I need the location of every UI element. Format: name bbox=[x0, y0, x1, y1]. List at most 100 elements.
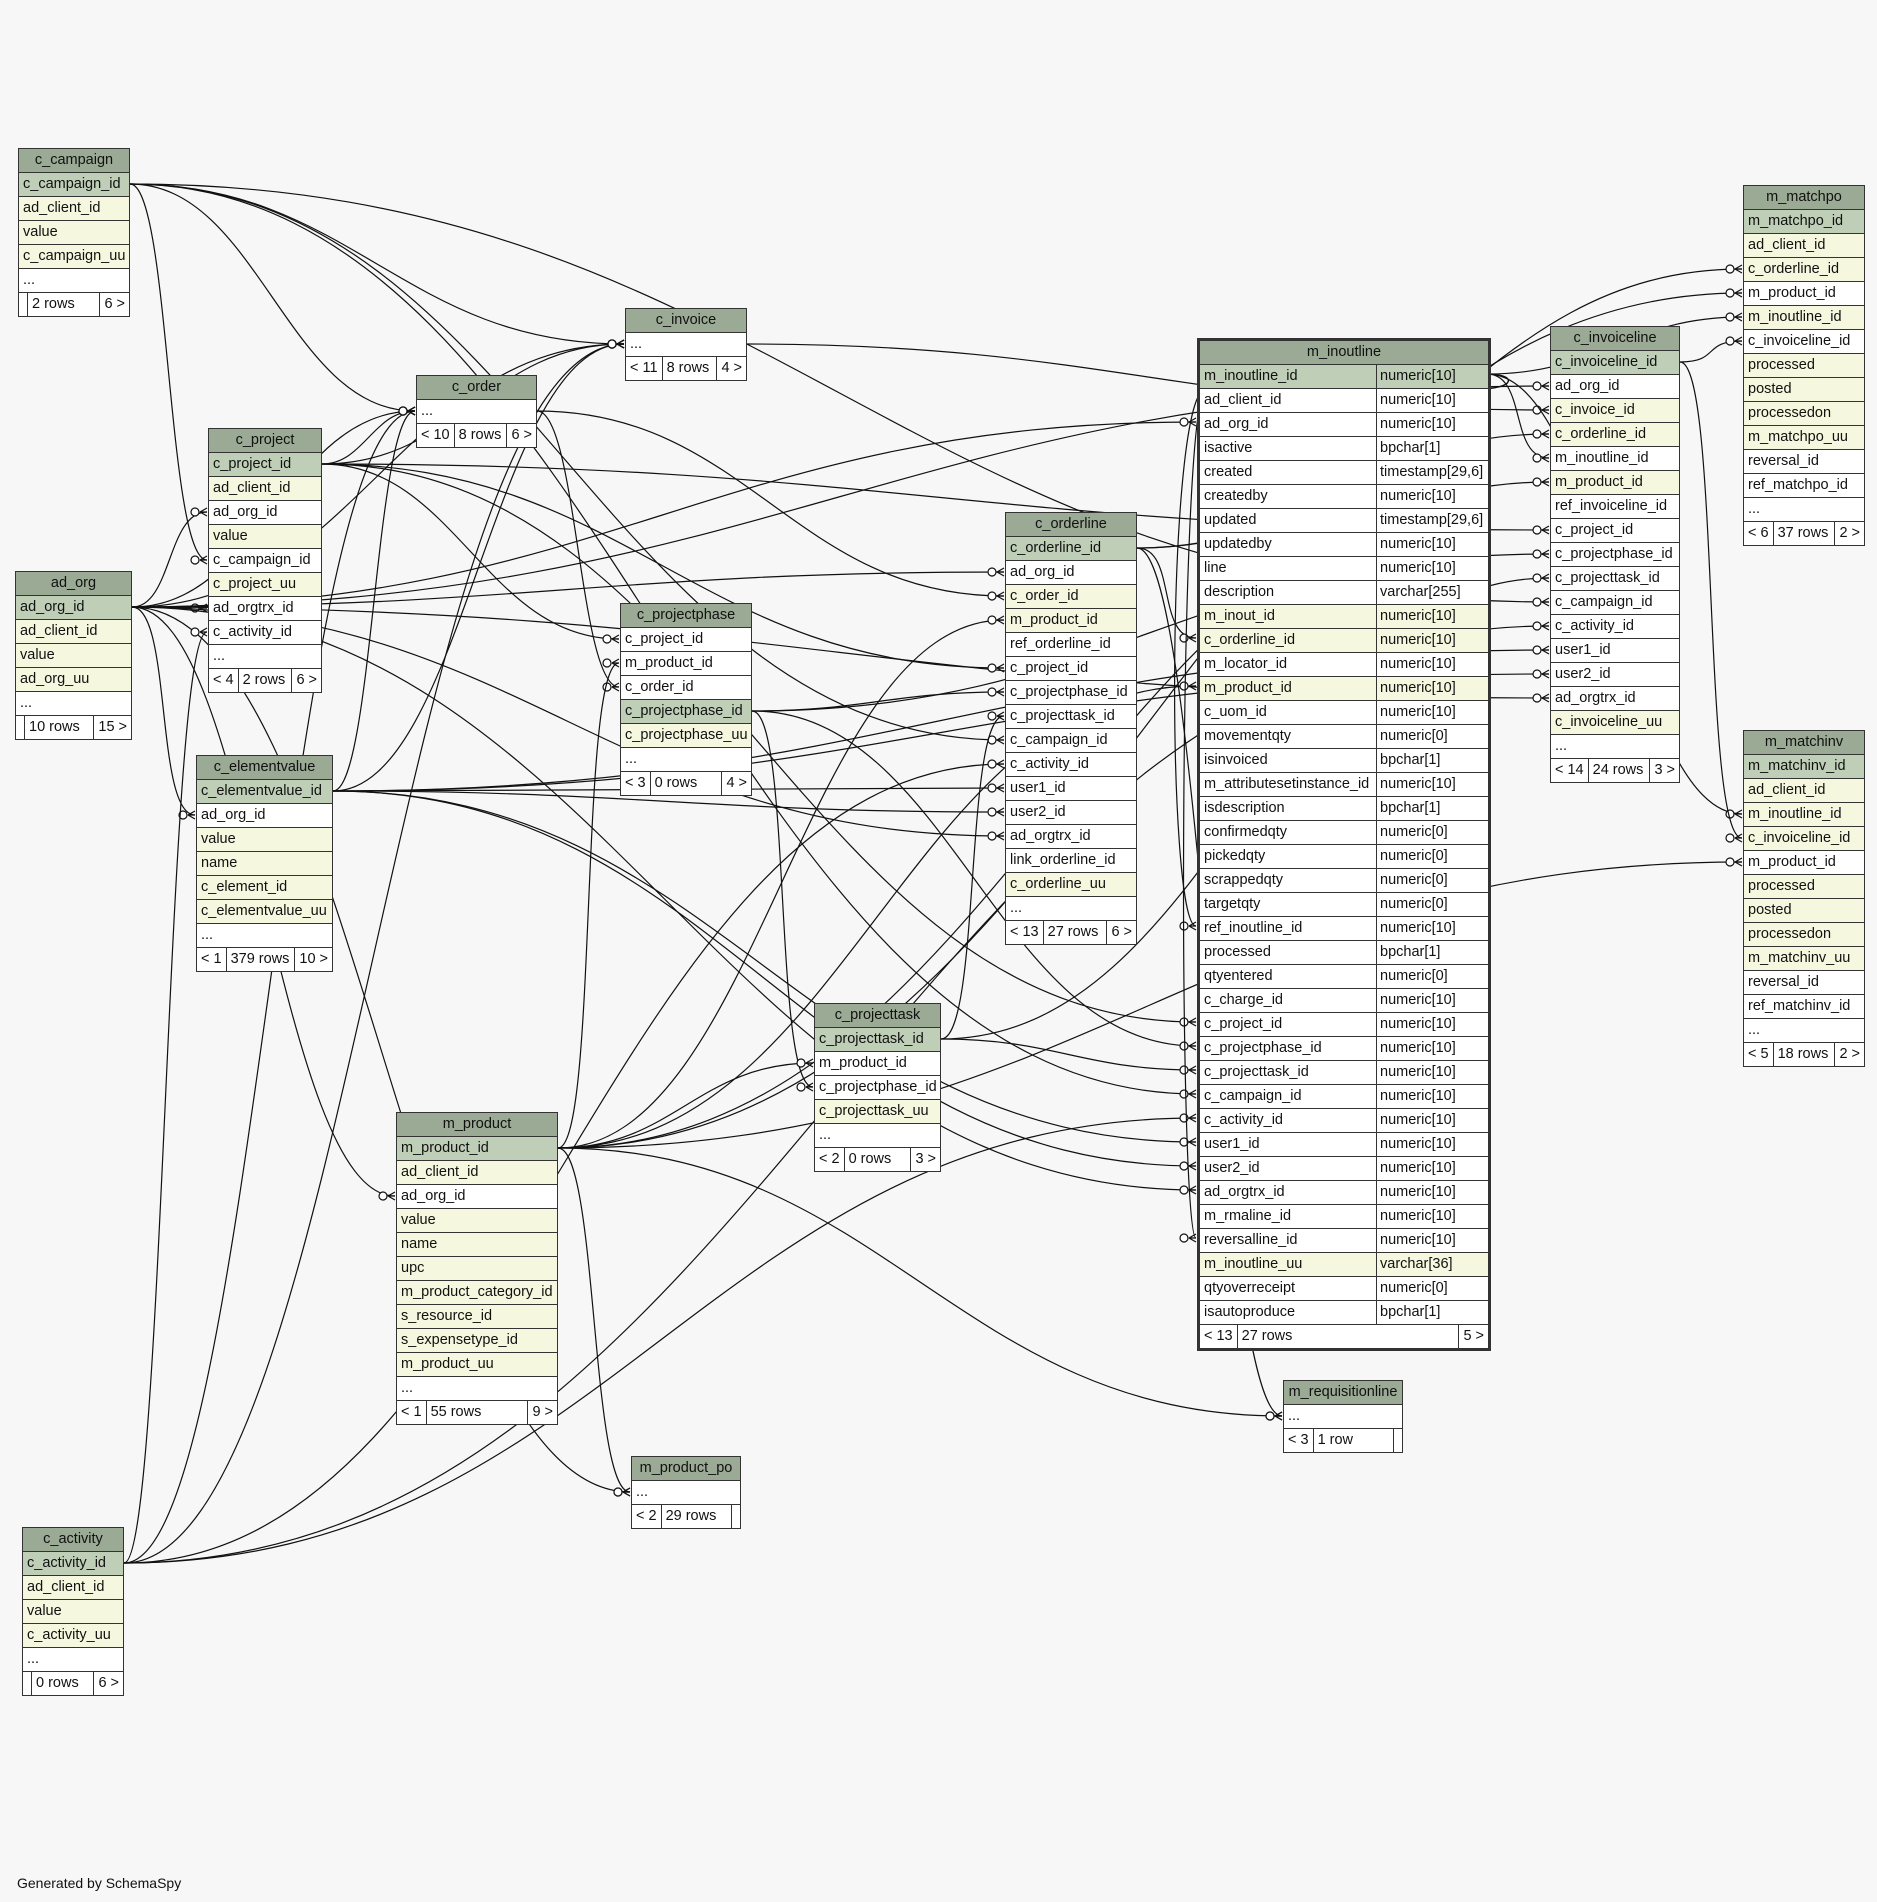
row-count[interactable]: 24 rows bbox=[1589, 759, 1651, 782]
parents-count[interactable]: < 2 bbox=[815, 1148, 845, 1171]
parents-count[interactable]: < 10 bbox=[417, 424, 455, 447]
column-row[interactable]: ... bbox=[1284, 1405, 1402, 1429]
column-row[interactable]: c_invoiceline_uu bbox=[1551, 711, 1679, 735]
column-row[interactable]: posted bbox=[1744, 899, 1864, 923]
table-header[interactable]: c_invoice bbox=[626, 309, 746, 333]
column-row[interactable]: ad_orgtrx_id bbox=[1551, 687, 1679, 711]
column-row[interactable]: ad_client_id bbox=[209, 477, 321, 501]
column-row[interactable]: ad_client_id bbox=[23, 1576, 123, 1600]
children-count[interactable] bbox=[1394, 1429, 1402, 1452]
table-header[interactable]: m_requisitionline bbox=[1284, 1381, 1402, 1405]
column-row[interactable]: ref_matchpo_id bbox=[1744, 474, 1864, 498]
column-row[interactable]: ad_org_id bbox=[209, 501, 321, 525]
column-row[interactable]: c_campaign_id bbox=[1551, 591, 1679, 615]
parents-count[interactable]: < 4 bbox=[209, 669, 239, 692]
column-row[interactable]: m_inoutline_id bbox=[1744, 803, 1864, 827]
column-row[interactable]: m_matchinv_uu bbox=[1744, 947, 1864, 971]
children-count[interactable]: 6 > bbox=[296, 672, 317, 688]
children-count[interactable]: 4 > bbox=[726, 775, 747, 791]
column-row[interactable]: ad_org_uu bbox=[16, 668, 131, 692]
column-row[interactable]: m_product_id bbox=[1744, 282, 1864, 306]
parents-count[interactable] bbox=[19, 293, 28, 316]
column-row[interactable]: s_resource_id bbox=[397, 1305, 557, 1329]
row-count[interactable]: 10 rows bbox=[25, 716, 95, 739]
column-row[interactable]: ad_client_id bbox=[1744, 779, 1864, 803]
row-count[interactable]: 1 row bbox=[1314, 1429, 1394, 1452]
row-count[interactable]: 27 rows bbox=[1044, 921, 1108, 944]
column-row[interactable]: c_campaign_uu bbox=[19, 245, 129, 269]
column-row[interactable]: c_projectphase_id bbox=[1006, 681, 1136, 705]
children-count[interactable]: 6 > bbox=[104, 296, 125, 312]
column-row[interactable]: ref_orderline_id bbox=[1006, 633, 1136, 657]
column-row[interactable]: c_orderline_id bbox=[1744, 258, 1864, 282]
column-row[interactable]: c_projecttask_id bbox=[815, 1028, 940, 1052]
column-row[interactable]: c_projecttask_uu bbox=[815, 1100, 940, 1124]
table-header[interactable]: c_order bbox=[417, 376, 536, 400]
column-row[interactable]: m_product_id bbox=[815, 1052, 940, 1076]
table-header[interactable]: m_product_po bbox=[632, 1457, 740, 1481]
column-row[interactable]: c_invoiceline_id bbox=[1744, 827, 1864, 851]
table-header[interactable]: m_inoutline bbox=[1200, 341, 1488, 365]
column-row[interactable]: ... bbox=[1744, 498, 1864, 522]
column-row[interactable]: c_activity_id bbox=[23, 1552, 123, 1576]
row-count[interactable]: 27 rows bbox=[1238, 1325, 1460, 1348]
parents-count[interactable]: < 13 bbox=[1200, 1325, 1238, 1348]
column-row[interactable]: m_inoutline_id bbox=[1551, 447, 1679, 471]
column-row[interactable]: c_invoiceline_id bbox=[1744, 330, 1864, 354]
column-row[interactable]: name bbox=[197, 852, 332, 876]
table-header[interactable]: c_campaign bbox=[19, 149, 129, 173]
row-count[interactable]: 18 rows bbox=[1774, 1043, 1836, 1066]
parents-count[interactable]: < 3 bbox=[1284, 1429, 1314, 1452]
column-row[interactable]: c_elementvalue_uu bbox=[197, 900, 332, 924]
column-row[interactable]: c_order_id bbox=[1006, 585, 1136, 609]
children-count[interactable]: 6 > bbox=[1111, 924, 1132, 940]
column-row[interactable]: c_orderline_id bbox=[1006, 537, 1136, 561]
column-row[interactable]: c_elementvalue_id bbox=[197, 780, 332, 804]
column-row[interactable]: c_project_id bbox=[621, 628, 751, 652]
column-row[interactable]: c_project_id bbox=[1006, 657, 1136, 681]
column-row[interactable]: ad_client_id bbox=[16, 620, 131, 644]
column-row[interactable]: c_project_id bbox=[209, 453, 321, 477]
column-row[interactable]: m_product_id bbox=[1551, 471, 1679, 495]
parents-count[interactable]: < 3 bbox=[621, 772, 651, 795]
children-count[interactable]: 3 > bbox=[915, 1151, 936, 1167]
parents-count[interactable]: < 6 bbox=[1744, 522, 1774, 545]
parents-count[interactable]: < 1 bbox=[197, 948, 227, 971]
table-header[interactable]: c_elementvalue bbox=[197, 756, 332, 780]
column-row[interactable]: c_activity_uu bbox=[23, 1624, 123, 1648]
column-row[interactable]: c_campaign_id bbox=[209, 549, 321, 573]
row-count[interactable]: 8 rows bbox=[663, 357, 718, 380]
column-row[interactable]: c_projectphase_id bbox=[621, 700, 751, 724]
column-row[interactable]: ad_client_id bbox=[1744, 234, 1864, 258]
column-row[interactable]: ad_client_id bbox=[19, 197, 129, 221]
children-count[interactable]: 3 > bbox=[1654, 762, 1675, 778]
column-row[interactable]: c_activity_id bbox=[209, 621, 321, 645]
column-row[interactable]: processed bbox=[1744, 354, 1864, 378]
column-row[interactable]: ... bbox=[1006, 897, 1136, 921]
parents-count[interactable] bbox=[16, 716, 25, 739]
column-row[interactable]: ... bbox=[16, 692, 131, 716]
column-row[interactable]: processedon bbox=[1744, 402, 1864, 426]
column-row[interactable]: ... bbox=[1744, 1019, 1864, 1043]
